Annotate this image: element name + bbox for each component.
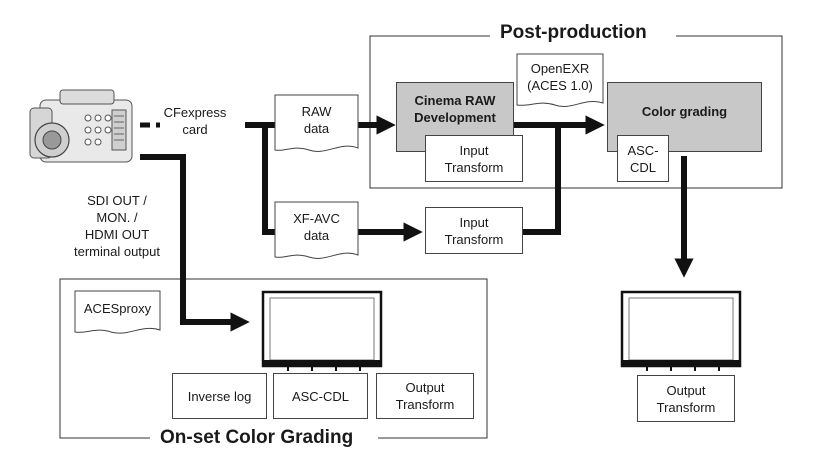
split-connector — [262, 125, 275, 235]
cfexpress-card-label: CFexpress card — [163, 105, 227, 137]
raw-data-document — [274, 94, 359, 152]
input-transform-raw-box: Input Transform — [425, 135, 523, 182]
monitor-icon — [620, 290, 742, 371]
input-to-grading-connector — [523, 125, 561, 235]
post-production-title: Post-production — [492, 22, 655, 44]
raw-data-label: RAW data — [301, 104, 332, 136]
color-grading-box: Color grading — [607, 82, 762, 152]
xfavc-data-document — [274, 201, 359, 259]
sdi-output-label: SDI OUT / MON. / HDMI OUT terminal outpu… — [74, 193, 160, 259]
on-set-frame — [59, 278, 488, 439]
output-transform-onset-box: Output Transform — [376, 373, 474, 419]
post-production-frame — [369, 35, 783, 189]
acesproxy-document — [74, 290, 161, 334]
asc-cdl-onset-box: ASC-CDL — [273, 373, 368, 419]
asc-cdl-post-box: ASC- CDL — [617, 135, 669, 182]
xfavc-data-label: XF-AVC data — [293, 211, 340, 243]
monitor-icon — [261, 290, 383, 371]
openexr-document — [516, 53, 604, 107]
output-transform-post-box: Output Transform — [637, 375, 735, 422]
inverse-log-box: Inverse log — [172, 373, 267, 419]
acesproxy-label: ACESproxy — [83, 301, 152, 316]
openexr-label: OpenEXR (ACES 1.0) — [527, 61, 593, 93]
cinema-camera-icon — [29, 89, 133, 163]
on-set-title: On-set Color Grading — [152, 427, 362, 449]
sdi-to-onset-monitor-arrow — [140, 154, 250, 332]
input-transform-xfavc-box: Input Transform — [425, 207, 523, 254]
